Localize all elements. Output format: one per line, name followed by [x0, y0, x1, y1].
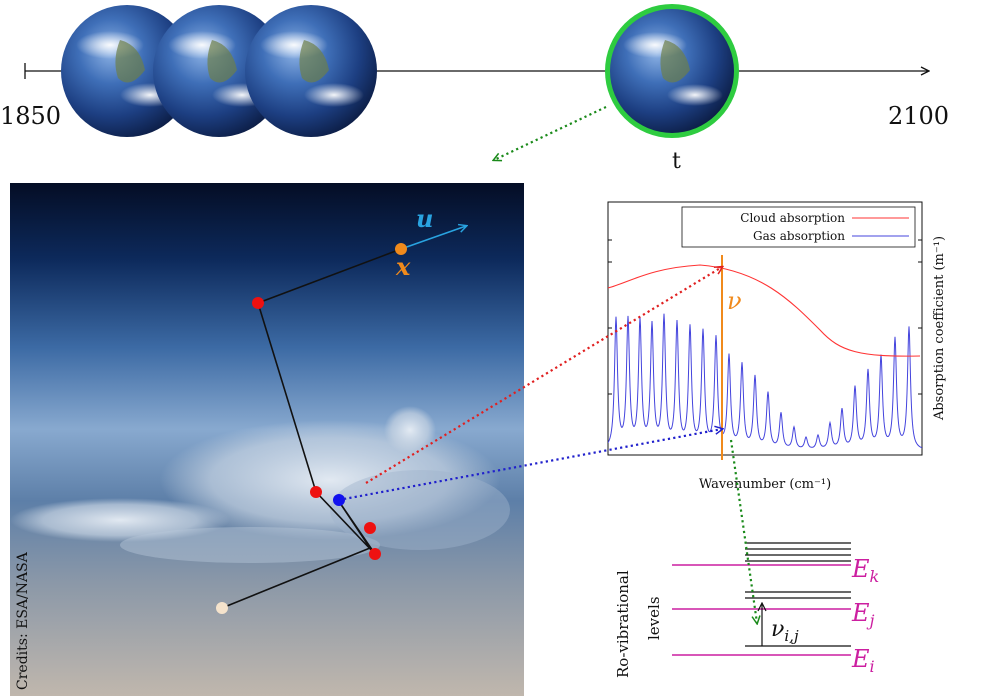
path-start-point [216, 602, 228, 614]
gas-to-spectrum-arrow [343, 429, 722, 501]
levels-title-line2: levels [645, 596, 663, 640]
photon-path: u x [216, 204, 466, 614]
timeline-end-label: 2100 [888, 102, 949, 130]
chart-legend: Cloud absorption Gas absorption [681, 206, 916, 248]
fine-level-lines [745, 542, 851, 647]
collision-point [369, 548, 381, 560]
collision-point [364, 522, 376, 534]
x-axis-label: Wavenumber (cm⁻¹) [699, 477, 831, 492]
legend-cloud-label: Cloud absorption [740, 211, 845, 225]
transition-label: νi,j [771, 617, 799, 645]
connectors [343, 106, 757, 623]
levels-title-line1: Ro-vibrational [614, 570, 632, 678]
gas-absorption-line [608, 313, 922, 449]
gas-collision-point [333, 494, 345, 506]
energy-level-diagram: Ro-vibrational levels Ek Ej Ei νi,j [614, 542, 879, 678]
spectrum-chart: ν Cloud absorption Gas absorption Wavenu… [607, 201, 947, 492]
earth-globe-3 [245, 5, 377, 137]
direction-arrow [400, 226, 466, 250]
collision-point [252, 297, 264, 309]
timeline-start-label: 1850 [0, 102, 61, 130]
collision-point [310, 486, 322, 498]
y-axis-label: Absorption coefficient (m⁻¹) [932, 236, 947, 421]
cloud-absorption-line [608, 264, 921, 357]
level-j-label: Ej [851, 599, 875, 630]
y-ticks [608, 239, 922, 395]
level-i-label: Ei [851, 645, 875, 676]
direction-label: u [416, 204, 433, 233]
position-label: x [395, 252, 411, 281]
spectrum-to-levels-arrow [729, 439, 757, 623]
timeline: 1850 2100 t [0, 63, 949, 174]
legend-gas-label: Gas absorption [753, 229, 845, 243]
cloud-to-spectrum-arrow [365, 267, 722, 484]
earth-to-photo-arrow [494, 106, 607, 160]
earth-globe-selected [605, 4, 739, 138]
current-position-point [395, 243, 407, 255]
selected-wavenumber-label: ν [727, 287, 742, 315]
photo-credit: Credits: ESA/NASA [15, 551, 31, 690]
earth-globe-2 [153, 5, 285, 137]
level-k-label: Ek [851, 555, 879, 586]
atmosphere-photo: Credits: ESA/NASA [10, 183, 524, 696]
timeline-time-label: t [672, 149, 681, 174]
